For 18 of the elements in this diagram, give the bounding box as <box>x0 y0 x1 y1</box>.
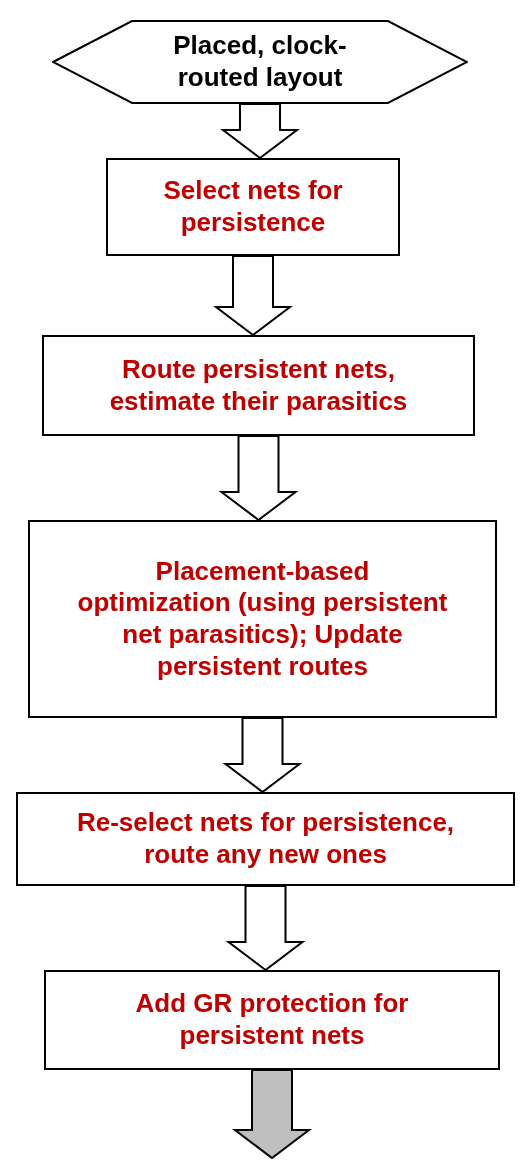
process-box <box>106 158 400 256</box>
block-arrow <box>225 885 306 972</box>
step-text: Route persistent nets, estimate their parasitics <box>108 353 409 418</box>
block-arrow <box>218 435 299 522</box>
process-box <box>28 520 497 718</box>
process-box <box>42 335 475 436</box>
step-text: Placement-based optimization (using persistent net parasitics); Update persistent routes <box>76 555 449 683</box>
step-text: Re-select nets for persistence, route any new ones <box>75 807 456 871</box>
block-arrow <box>220 103 300 160</box>
step-text: Select nets for persistence <box>162 175 344 239</box>
block-arrow <box>213 255 293 337</box>
start-hexagon <box>52 20 468 104</box>
block-arrow <box>232 1069 312 1160</box>
process-box <box>16 792 515 886</box>
process-box <box>44 970 500 1070</box>
block-arrow <box>222 717 303 794</box>
step-text: Add GR protection for persistent nets <box>134 988 410 1052</box>
step-text: Placed, clock-routed layout <box>172 30 348 94</box>
